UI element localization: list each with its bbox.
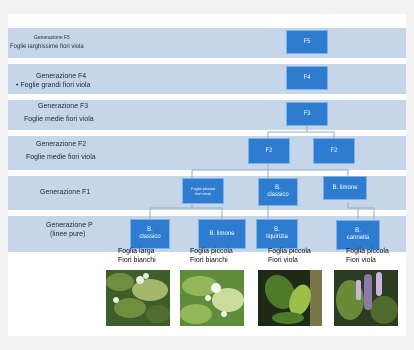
node-f5: F5 xyxy=(286,30,328,54)
node-f1-limone: B. limone xyxy=(323,176,367,200)
band-f5: Generazione F5 Foglie larghissime fiori … xyxy=(8,28,406,58)
node-f2-right: F2 xyxy=(313,138,355,164)
caption-liquirizia: Foglia piccola Fiori viola xyxy=(268,248,311,264)
node-f4: F4 xyxy=(286,66,328,90)
node-f3: F3 xyxy=(286,102,328,126)
node-p-liquirizia: B. liquirizia xyxy=(256,219,298,249)
band-label: Generazione F1 xyxy=(40,189,91,196)
caption-limone: Foglia piccola Fiori bianchi xyxy=(190,248,233,264)
basil-classico-photo xyxy=(106,270,170,326)
caption-classico: Foglia larga Fiori bianchi xyxy=(118,248,156,264)
basil-liquirizia-photo xyxy=(258,270,322,326)
basil-limone-photo xyxy=(180,270,244,326)
caption-cannella: Foglia piccola Fiori viola xyxy=(346,248,389,264)
diagram-canvas: Generazione F5 Foglie larghissime fiori … xyxy=(8,14,406,336)
band-label: Generazione F3 Foglie medie fiori viola xyxy=(24,103,94,123)
band-label: Generazione F4 • Foglie grandi fiori vio… xyxy=(16,73,91,89)
node-f2-left: F2 xyxy=(248,138,290,164)
node-f1-classico: B. classico xyxy=(258,178,298,206)
band-label: Generazione F5 Foglie larghissime fiori … xyxy=(10,35,84,50)
node-f1-hybrid: Foglia piccola fiori viola xyxy=(182,178,224,204)
band-f4: Generazione F4 • Foglie grandi fiori vio… xyxy=(8,64,406,94)
band-label: Generazione P (linee pure) xyxy=(46,222,93,238)
node-p-cannella: B. cannella xyxy=(336,220,380,250)
node-p-limone: B. limone xyxy=(198,219,246,249)
node-p-classico: B. classico xyxy=(130,219,170,249)
basil-cannella-photo xyxy=(334,270,398,326)
band-f3: Generazione F3 Foglie medie fiori viola xyxy=(8,100,406,130)
band-label: Generazione F2 Foglie medie fiori viola xyxy=(26,141,96,161)
